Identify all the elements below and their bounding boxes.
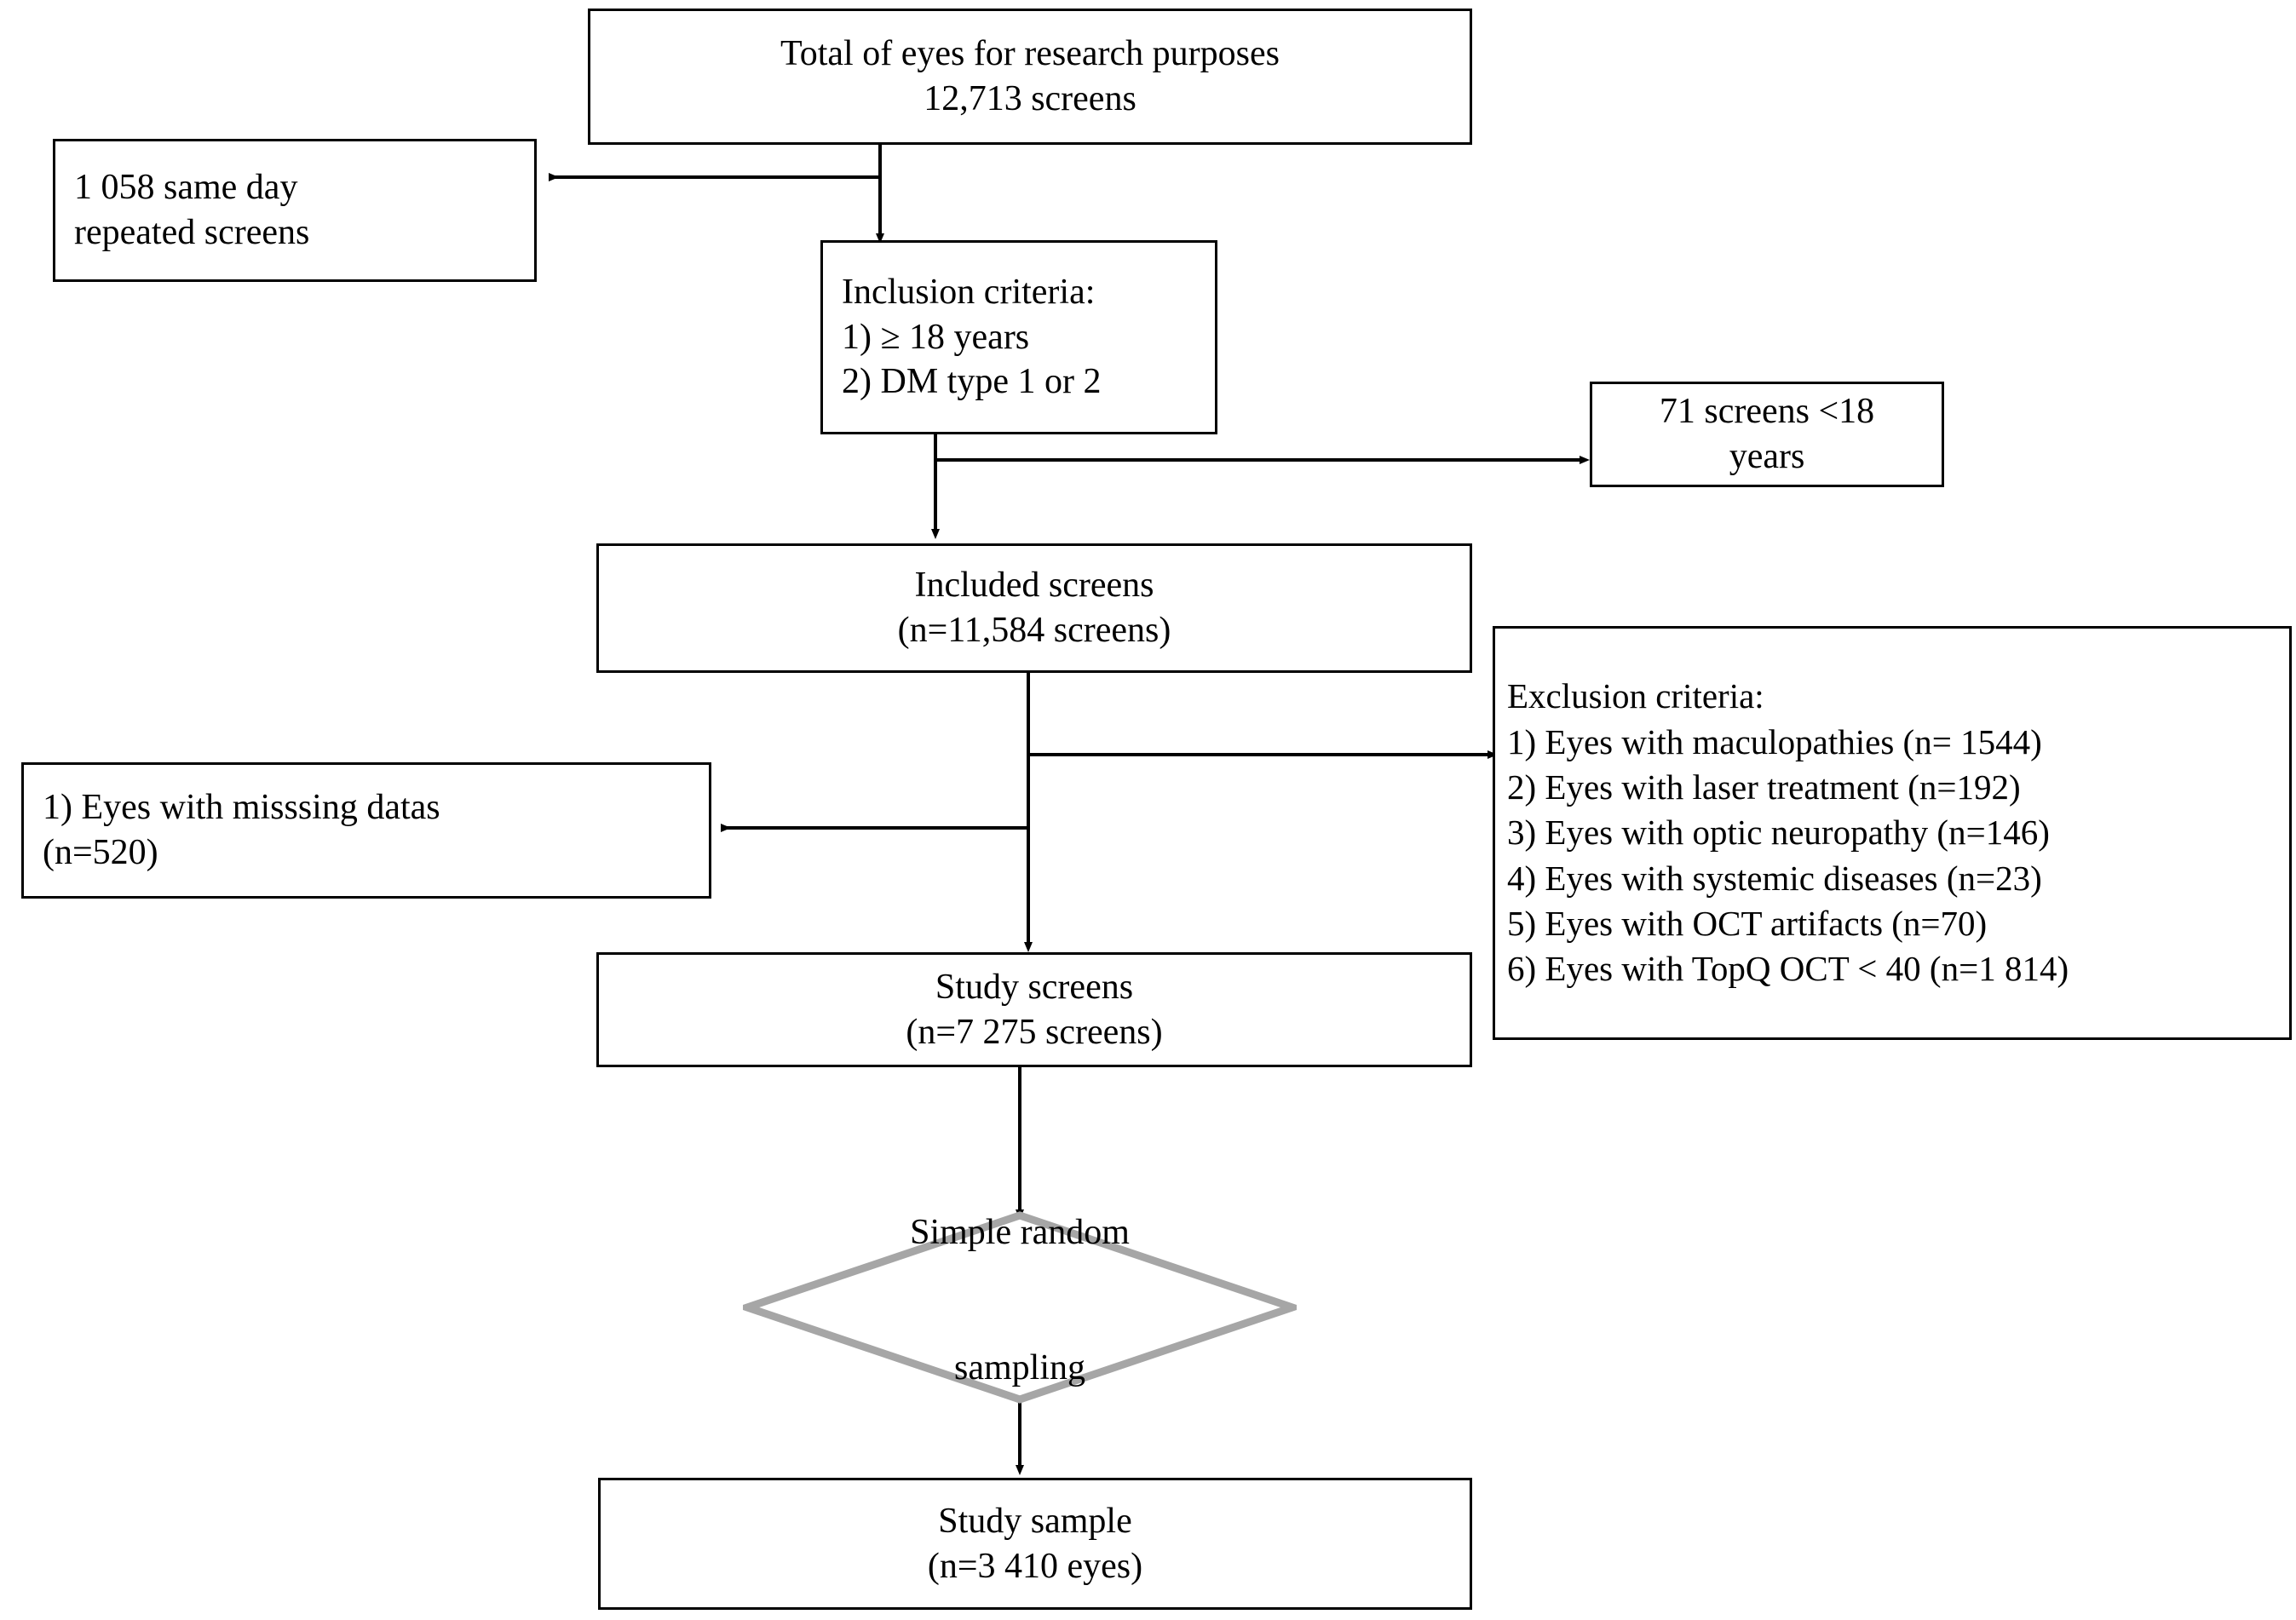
node-study-screens: Study screens (n=7 275 screens) — [596, 952, 1472, 1067]
node-exclusion-criteria-line6: 5) Eyes with OCT artifacts (n=70) — [1507, 903, 1988, 943]
node-included-screens-line2: (n=11,584 screens) — [897, 611, 1171, 650]
node-sampling-diamond: Simple random sampling — [743, 1211, 1297, 1404]
edge-sampling-to-sample — [980, 1399, 1065, 1484]
edge-total-to-inclusion-and-repeated — [511, 143, 1499, 254]
node-exclusion-criteria-line4: 3) Eyes with optic neuropathy (n=146) — [1507, 813, 2050, 853]
node-missing-data-line1: 1) Eyes with misssing datas — [43, 788, 440, 828]
node-sampling-line1: Simple random — [910, 1212, 1130, 1252]
node-missing-data-line2: (n=520) — [43, 833, 158, 872]
node-study-sample-line1: Study sample — [938, 1501, 1132, 1541]
node-under18-screens-line2: years — [1729, 437, 1805, 476]
node-inclusion-criteria: Inclusion criteria: 1) ≥ 18 years 2) DM … — [820, 240, 1217, 434]
node-total-eyes-line2: 12,713 screens — [924, 79, 1136, 118]
diamond-shape-icon — [743, 1211, 1297, 1404]
node-sampling-label: Simple random sampling — [743, 1120, 1297, 1480]
node-exclusion-criteria-line5: 4) Eyes with systemic diseases (n=23) — [1507, 858, 2042, 898]
node-study-sample: Study sample (n=3 410 eyes) — [598, 1478, 1472, 1610]
node-under18-screens: 71 screens <18 years — [1590, 382, 1944, 487]
node-exclusion-criteria-line1: Exclusion criteria: — [1507, 676, 1764, 716]
edge-inclusion-to-included-and-under18 — [852, 433, 1619, 548]
node-inclusion-criteria-line3: 2) DM type 1 or 2 — [842, 362, 1102, 402]
node-missing-data: 1) Eyes with misssing datas (n=520) — [21, 762, 711, 899]
node-total-eyes-line1: Total of eyes for research purposes — [780, 34, 1280, 74]
node-included-screens: Included screens (n=11,584 screens) — [596, 543, 1472, 673]
node-study-screens-line2: (n=7 275 screens) — [906, 1012, 1163, 1052]
node-repeated-screens-line1: 1 058 same day — [74, 168, 298, 208]
node-under18-screens-line1: 71 screens <18 — [1659, 392, 1875, 432]
node-study-sample-line2: (n=3 410 eyes) — [927, 1546, 1143, 1586]
node-exclusion-criteria-line2: 1) Eyes with maculopathies (n= 1544) — [1507, 721, 2042, 761]
node-exclusion-criteria-line3: 2) Eyes with laser treatment (n=192) — [1507, 767, 2021, 807]
node-total-eyes: Total of eyes for research purposes 12,7… — [588, 9, 1472, 145]
node-exclusion-criteria: Exclusion criteria: 1) Eyes with maculop… — [1493, 626, 2292, 1040]
node-inclusion-criteria-line2: 1) ≥ 18 years — [842, 317, 1030, 357]
edge-study-to-sampling — [980, 1066, 1065, 1228]
node-exclusion-criteria-line7: 6) Eyes with TopQ OCT < 40 (n=1 814) — [1507, 949, 2069, 989]
node-repeated-screens: 1 058 same day repeated screens — [53, 139, 537, 282]
node-sampling-line2: sampling — [954, 1347, 1085, 1387]
node-study-screens-line1: Study screens — [935, 967, 1134, 1007]
edge-included-to-study-exclusion-missing — [682, 671, 1525, 961]
node-included-screens-line1: Included screens — [914, 566, 1154, 606]
node-inclusion-criteria-line1: Inclusion criteria: — [842, 272, 1096, 312]
node-repeated-screens-line2: repeated screens — [74, 213, 310, 252]
